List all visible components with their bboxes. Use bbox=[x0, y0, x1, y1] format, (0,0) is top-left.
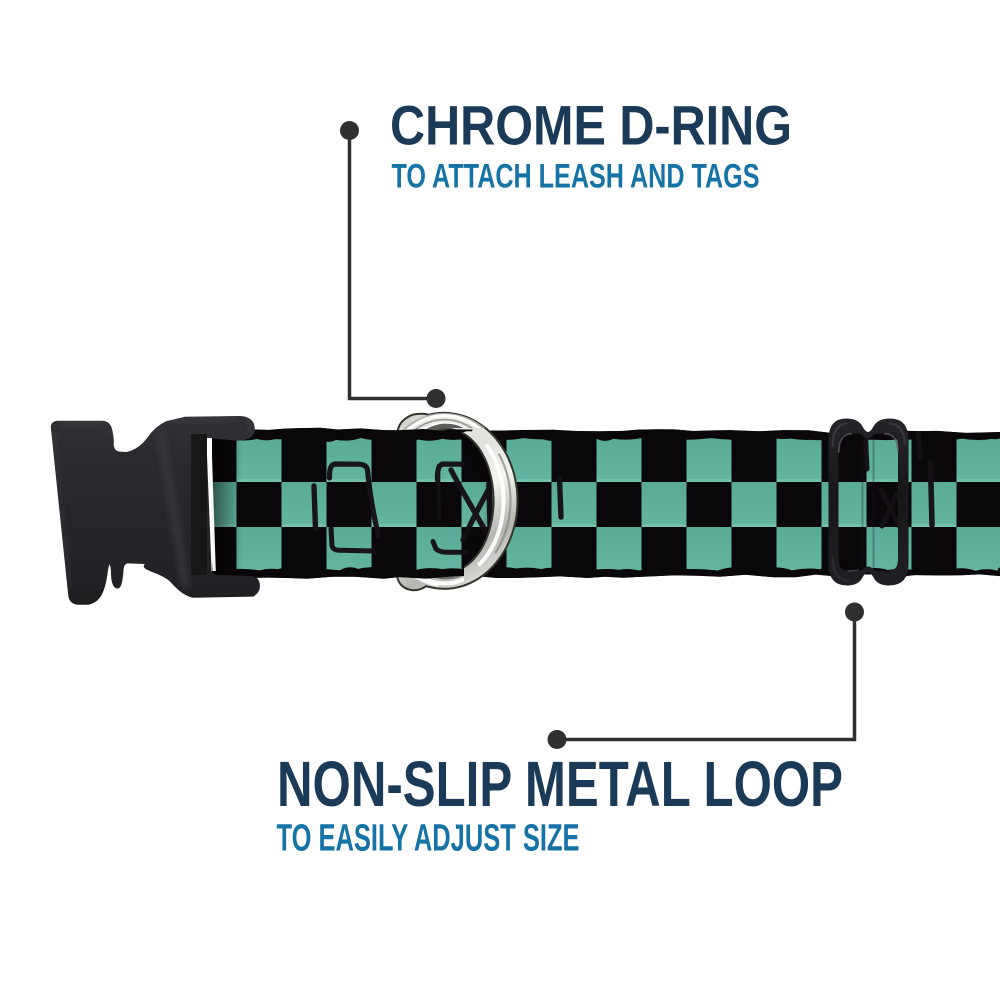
svg-text:TO EASILY ADJUST SIZE: TO EASILY ADJUST SIZE bbox=[277, 818, 580, 860]
svg-text:CHROME D-RING: CHROME D-RING bbox=[390, 94, 792, 157]
svg-text:TO ATTACH LEASH AND TAGS: TO ATTACH LEASH AND TAGS bbox=[392, 158, 760, 196]
svg-text:NON-SLIP METAL LOOP: NON-SLIP METAL LOOP bbox=[277, 748, 843, 820]
